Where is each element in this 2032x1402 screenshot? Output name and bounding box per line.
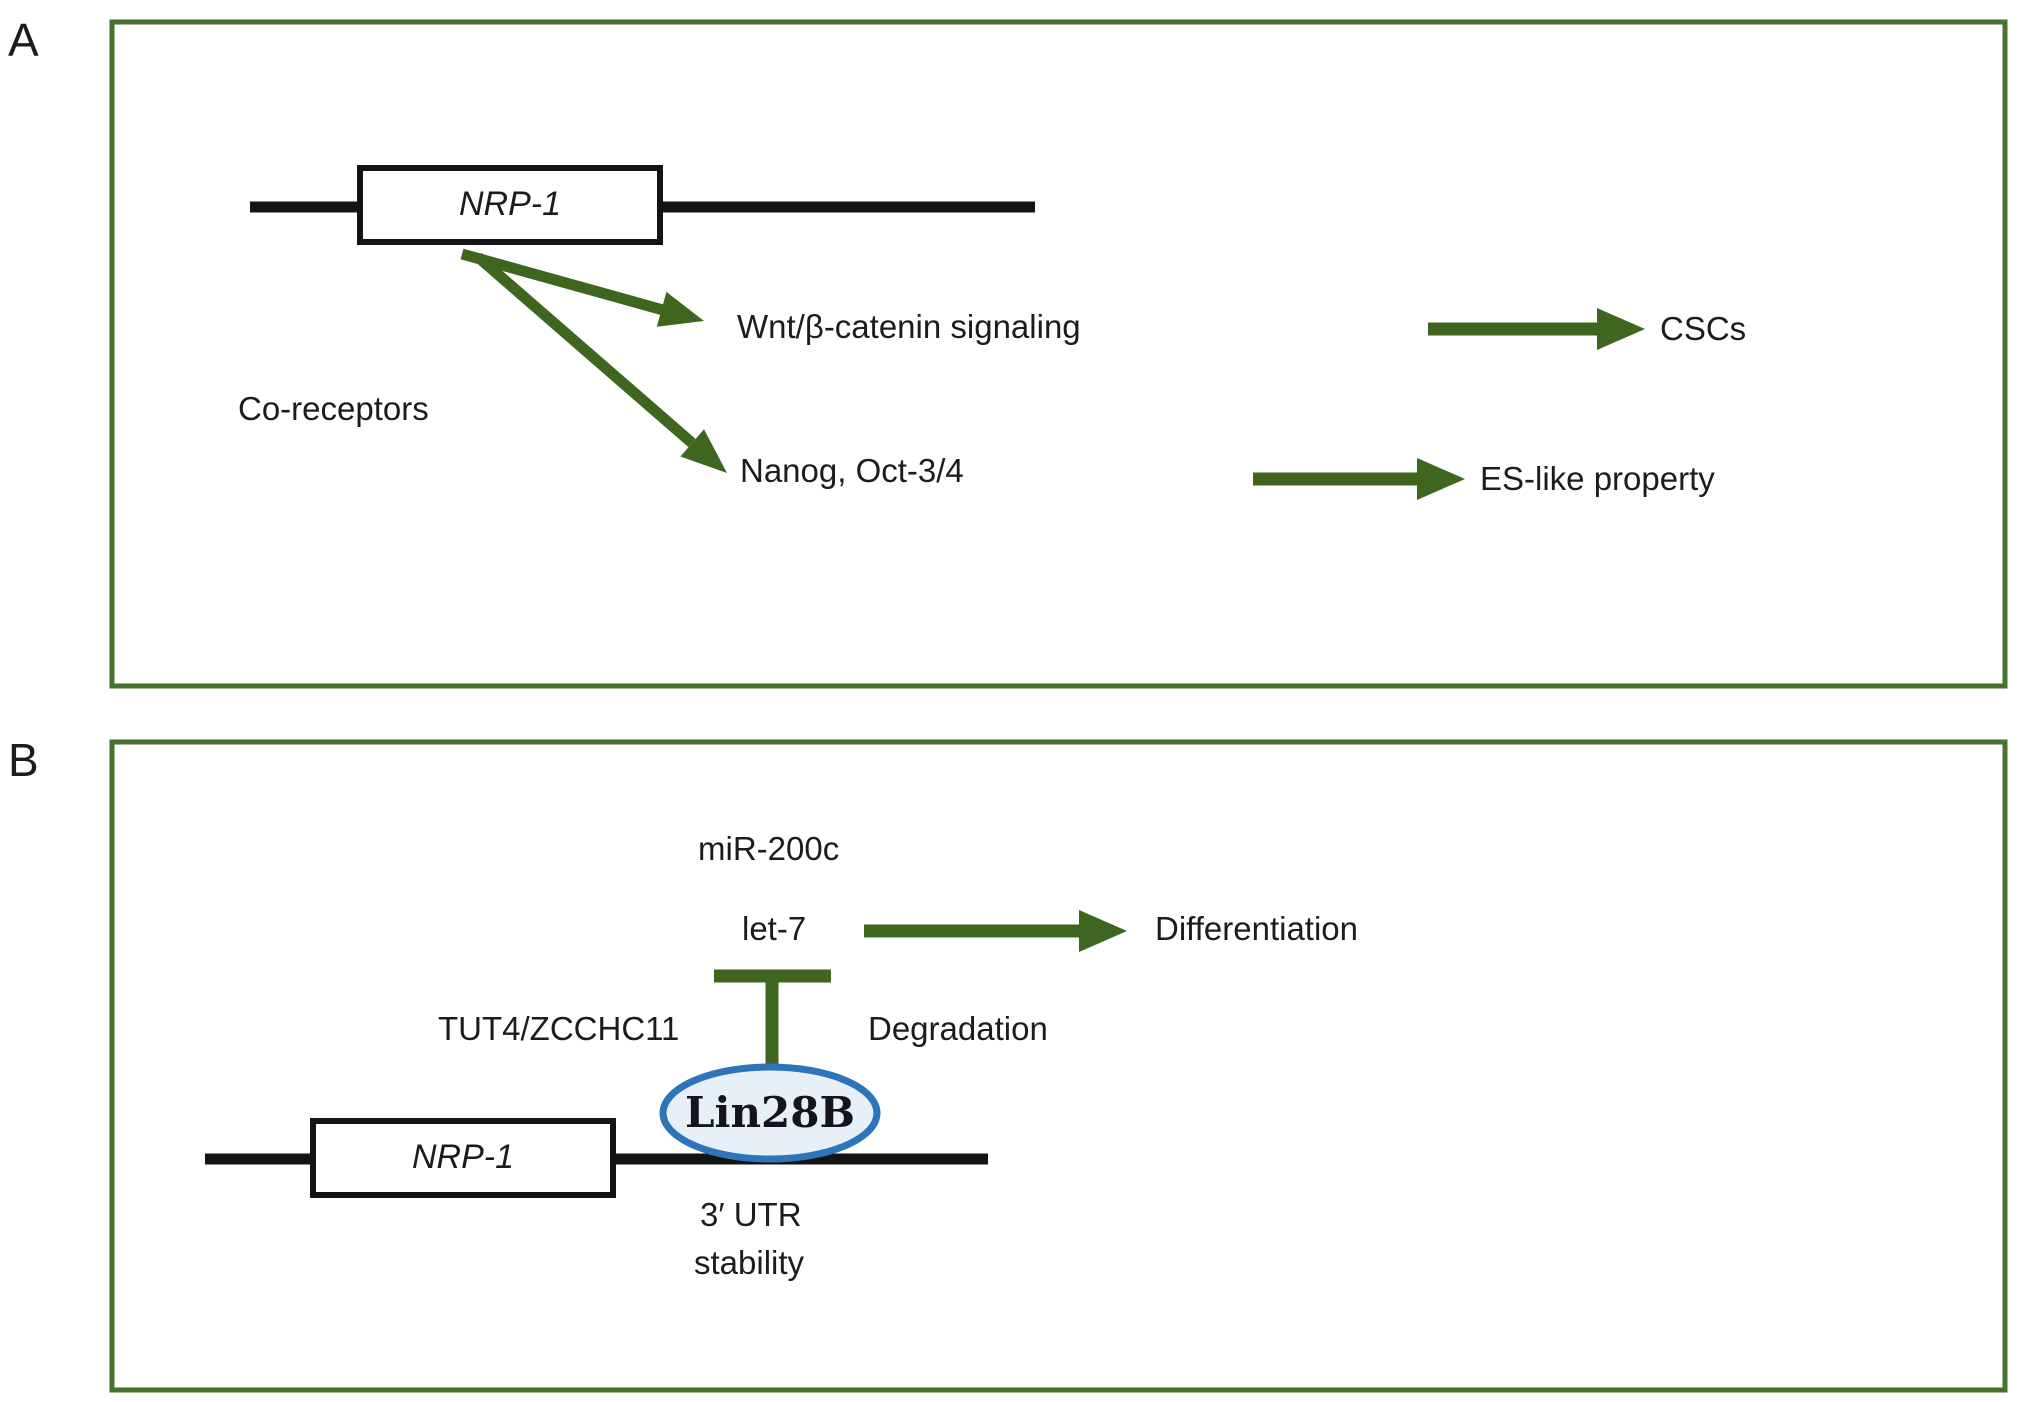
degradation-label: Degradation xyxy=(868,1010,1048,1047)
let-7-label: let-7 xyxy=(742,910,807,947)
nanog-arrow-shaft xyxy=(474,252,696,448)
es-like-property-label: ES-like property xyxy=(1480,460,1715,497)
differentiation-arrow-head xyxy=(1079,910,1127,952)
nanog-arrow-head xyxy=(680,429,727,473)
panel-a-label: A xyxy=(8,14,39,66)
co-receptors-label: Co-receptors xyxy=(238,390,429,427)
utr-label: 3′ UTR xyxy=(700,1196,802,1233)
mir-200c-label: miR-200c xyxy=(698,830,840,867)
wnt-signaling-label: Wnt/β-catenin signaling xyxy=(737,308,1081,345)
es-like-arrow-head xyxy=(1417,458,1465,500)
cscs-label: CSCs xyxy=(1660,310,1747,347)
stability-label: stability xyxy=(694,1244,805,1281)
wnt-arrow-head xyxy=(656,291,704,327)
nrp1-gene-label-a: NRP-1 xyxy=(458,185,562,224)
cscs-arrow-head xyxy=(1597,308,1645,350)
nanog-oct-label: Nanog, Oct-3/4 xyxy=(740,452,964,489)
nrp1-gene-label-b: NRP-1 xyxy=(411,1138,515,1177)
lin28b-ellipse xyxy=(659,1063,881,1163)
wnt-arrow-shaft xyxy=(460,248,665,316)
panel-b-label: B xyxy=(8,734,39,786)
tut4-zcchc11-label: TUT4/ZCCHC11 xyxy=(438,1010,680,1047)
panel-a-border xyxy=(109,19,2008,689)
panel-b-border xyxy=(109,739,2008,1393)
nrp1-box-a xyxy=(357,165,663,245)
nrp1-box-b xyxy=(310,1118,616,1198)
differentiation-label: Differentiation xyxy=(1155,910,1359,947)
lin28b-label: Lin28B xyxy=(685,1087,855,1137)
